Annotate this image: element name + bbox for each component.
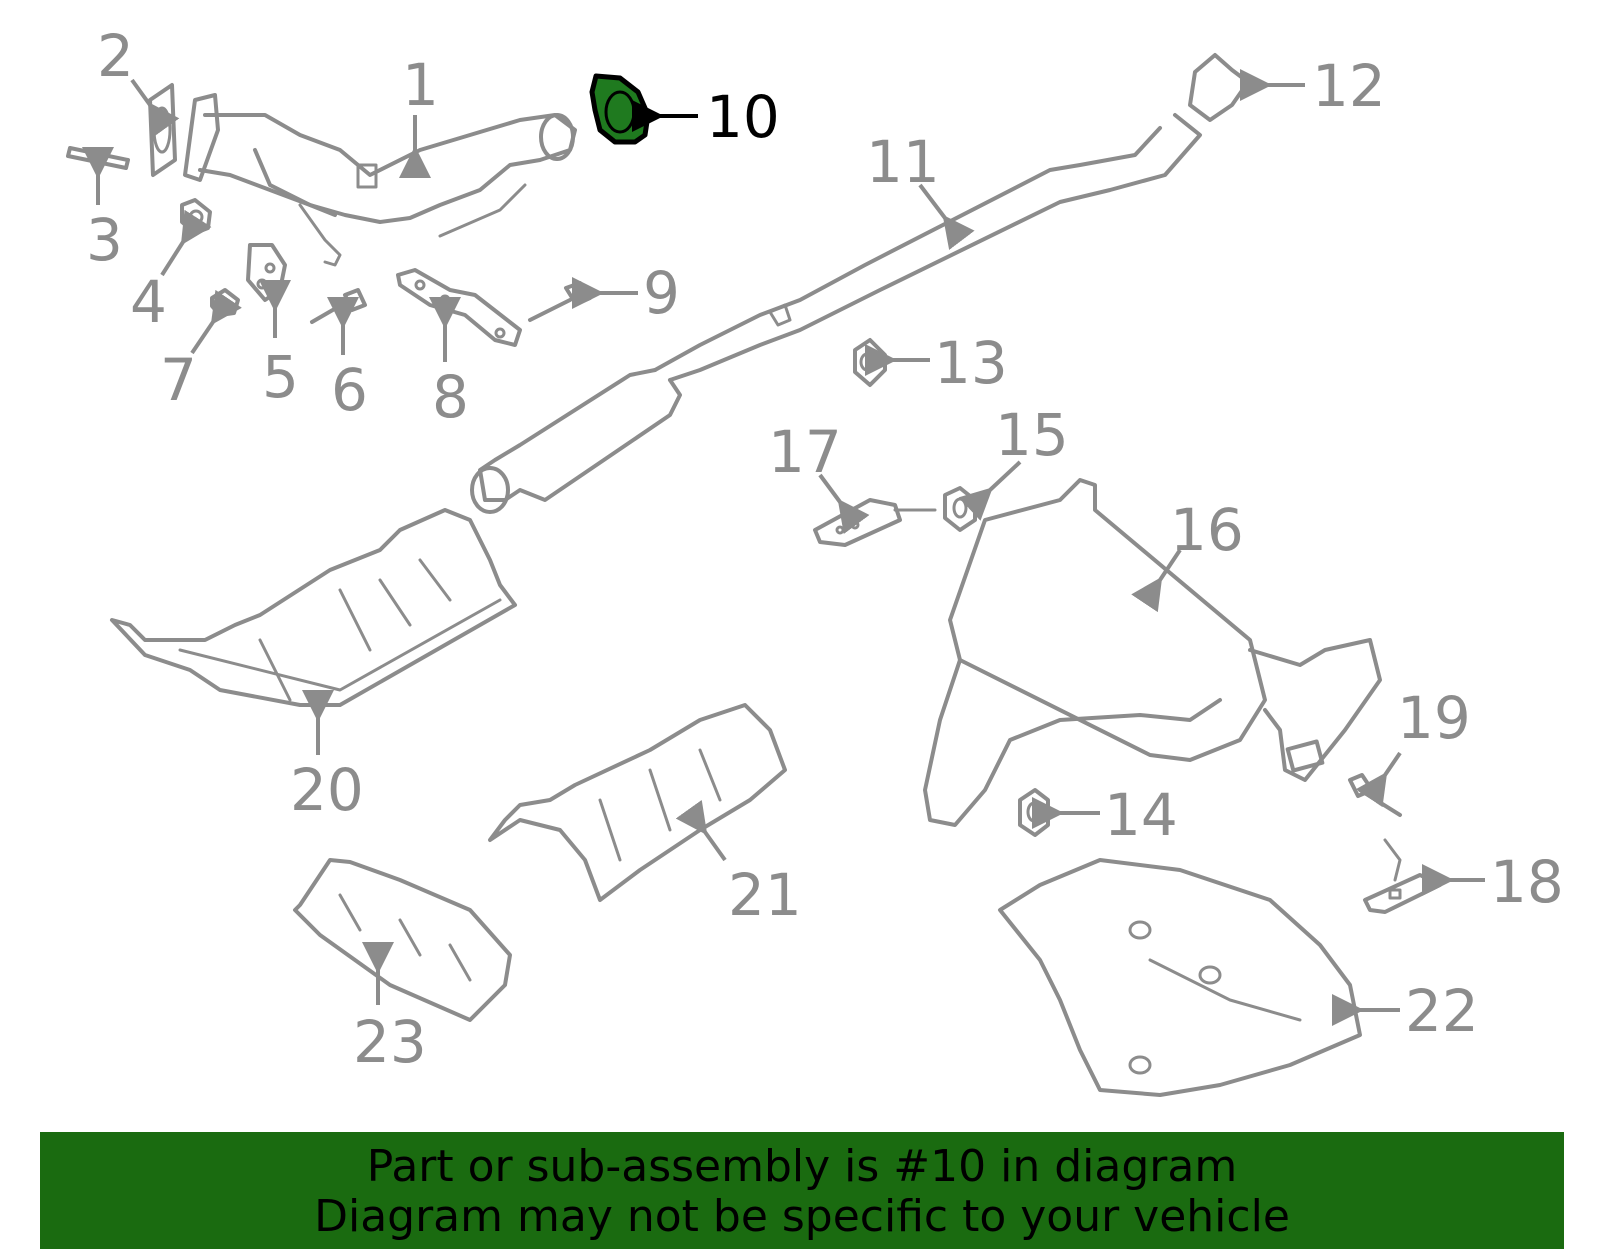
callout-1: 1 (402, 51, 439, 119)
callout-11: 11 (866, 128, 940, 196)
callout-19: 19 (1397, 684, 1471, 752)
small-nut-part[interactable] (210, 288, 240, 317)
heat-shield-part-21[interactable] (488, 703, 787, 902)
bracket-part[interactable] (246, 243, 287, 302)
gasket-part[interactable] (148, 83, 177, 177)
heat-shield-part-22[interactable] (998, 858, 1362, 1097)
banner-line-2: Diagram may not be specific to your vehi… (314, 1191, 1290, 1242)
callout-10: 10 (706, 83, 780, 151)
banner-line-1: Part or sub-assembly is #10 in diagram (366, 1141, 1238, 1192)
callout-20: 20 (290, 756, 364, 824)
callout-6: 6 (331, 356, 368, 424)
nut-part[interactable] (180, 198, 212, 235)
callout-14: 14 (1104, 781, 1178, 849)
callout-21: 21 (728, 861, 802, 929)
bolt-part-9[interactable] (528, 281, 592, 322)
bracket-part-17[interactable] (813, 498, 937, 547)
bolt-part-19[interactable] (1348, 773, 1402, 817)
callout-7: 7 (160, 346, 197, 414)
callout-8: 8 (432, 363, 469, 431)
heat-shield-part-20[interactable] (110, 508, 517, 707)
callout-3: 3 (86, 206, 123, 274)
callout-2: 2 (97, 22, 134, 90)
callout-9: 9 (643, 259, 680, 327)
rear-muffler-part[interactable] (923, 478, 1382, 827)
rubber-hanger-part-15[interactable] (943, 486, 977, 532)
callout-16: 16 (1170, 496, 1244, 564)
catalytic-converter-part[interactable] (183, 93, 577, 267)
callout-13: 13 (934, 329, 1008, 397)
callout-5: 5 (262, 343, 299, 411)
intermediate-pipe-part[interactable] (470, 113, 1202, 514)
stud-part[interactable] (66, 146, 130, 170)
heat-shield-part-23[interactable] (293, 858, 512, 1022)
rubber-hanger-part-13[interactable] (853, 338, 887, 387)
callout-arrows (82, 69, 1485, 1026)
highlighted-gasket-part-10[interactable] (589, 73, 651, 145)
bracket-part-18[interactable] (1363, 838, 1442, 914)
callout-4: 4 (130, 268, 167, 336)
bolt-part-6[interactable] (310, 288, 367, 324)
callout-12: 12 (1312, 52, 1386, 120)
callout-15: 15 (995, 401, 1069, 469)
hanger-bracket-part[interactable] (396, 268, 522, 347)
callout-22: 22 (1405, 977, 1479, 1045)
callout-23: 23 (353, 1008, 427, 1076)
info-banner: Part or sub-assembly is #10 in diagram D… (40, 1132, 1564, 1249)
clamp-part[interactable] (1188, 53, 1250, 122)
callout-17: 17 (768, 418, 842, 486)
rubber-hanger-part-14[interactable] (1018, 788, 1050, 837)
callout-18: 18 (1490, 848, 1564, 916)
